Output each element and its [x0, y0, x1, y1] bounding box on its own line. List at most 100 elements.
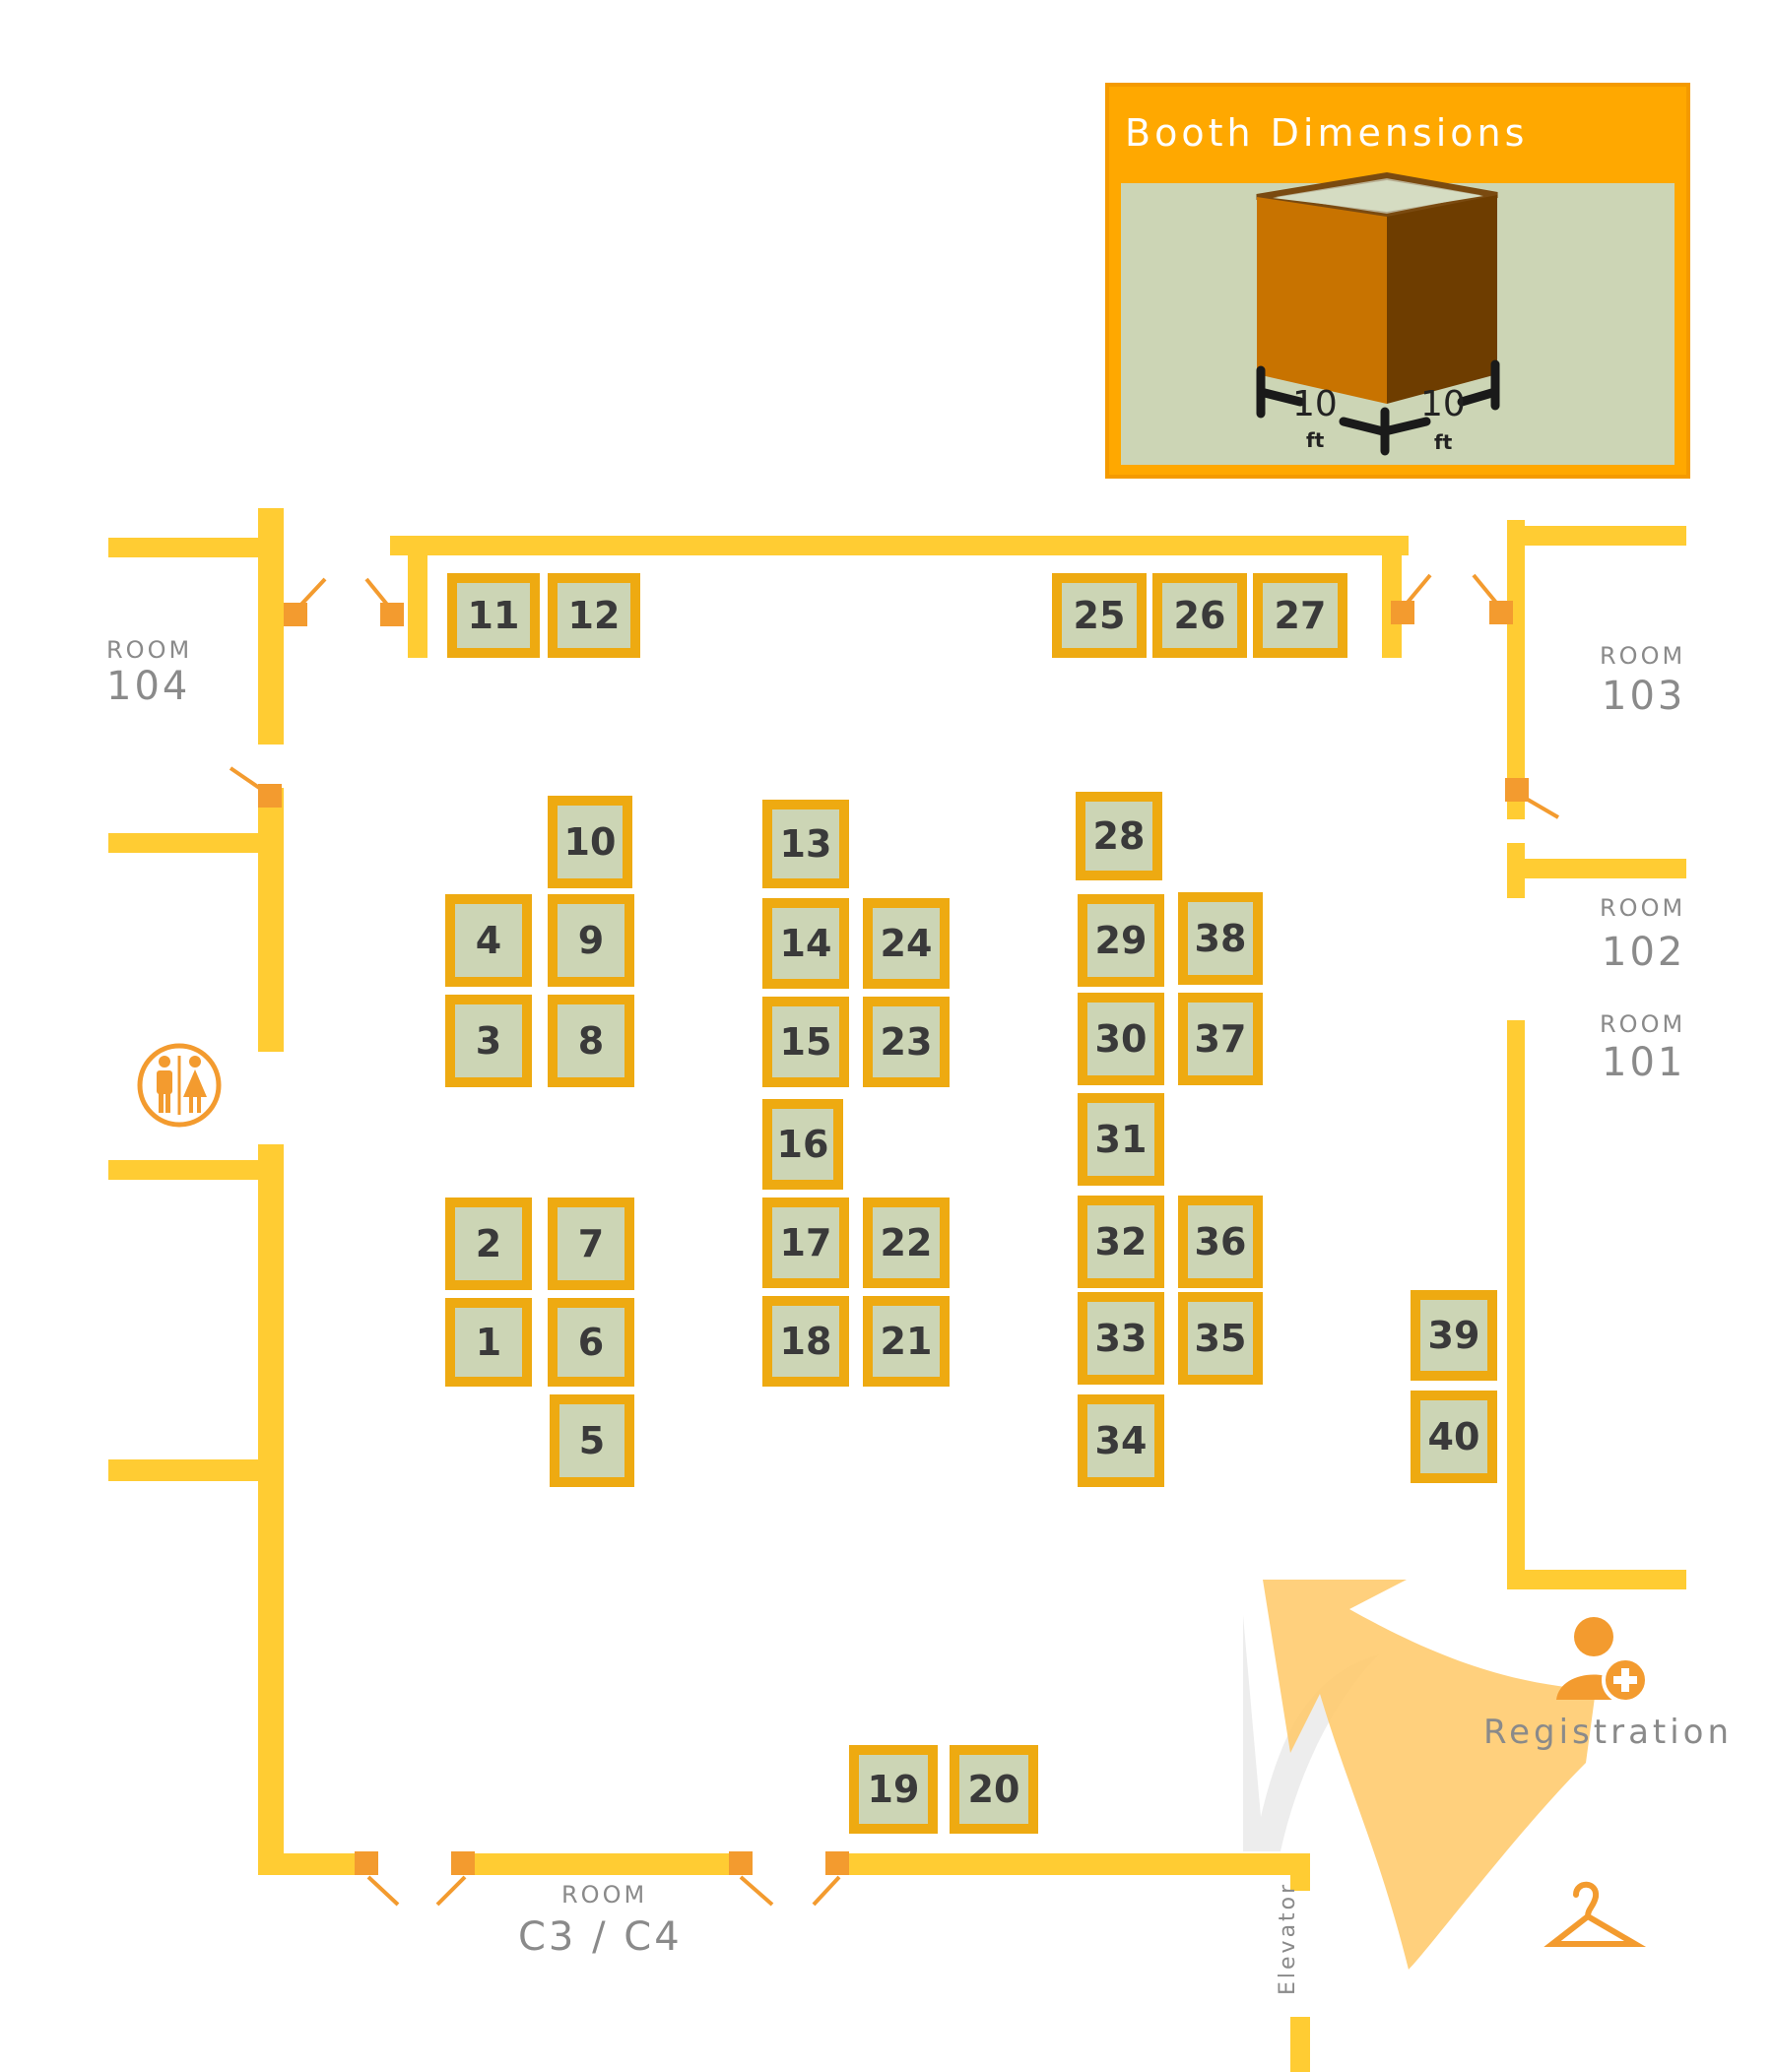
- booth-3[interactable]: 3: [445, 995, 532, 1087]
- booth-box[interactable]: [1052, 573, 1147, 658]
- elevator-label: Elevator: [1276, 1882, 1300, 1995]
- booth-box[interactable]: [1078, 1394, 1164, 1487]
- booth-38[interactable]: 38: [1178, 892, 1263, 985]
- booth-11[interactable]: 11: [447, 573, 540, 658]
- booth-number: 32: [1095, 1220, 1148, 1263]
- booth-30[interactable]: 30: [1078, 993, 1164, 1085]
- booth-15[interactable]: 15: [762, 997, 849, 1087]
- booth-box[interactable]: [445, 1198, 532, 1290]
- booth-21[interactable]: 21: [863, 1296, 950, 1387]
- booth-23[interactable]: 23: [863, 997, 950, 1087]
- booth-17[interactable]: 17: [762, 1198, 849, 1288]
- svg-text:ROOM: ROOM: [1600, 894, 1685, 922]
- wall-room102-bottom: [1507, 859, 1686, 878]
- booth-22[interactable]: 22: [863, 1198, 950, 1288]
- booth-box[interactable]: [1178, 1196, 1263, 1288]
- booth-box[interactable]: [1078, 1292, 1164, 1385]
- booth-number: 3: [476, 1019, 501, 1063]
- booth-box[interactable]: [1078, 1196, 1164, 1288]
- booth-9[interactable]: 9: [548, 894, 634, 987]
- booth-box[interactable]: [548, 796, 632, 888]
- booth-27[interactable]: 27: [1253, 573, 1347, 658]
- restroom-icon: [137, 1043, 222, 1128]
- booth-number: 24: [881, 922, 933, 965]
- booth-13[interactable]: 13: [762, 800, 849, 888]
- booth-box[interactable]: [1253, 573, 1347, 658]
- booth-box[interactable]: [445, 894, 532, 987]
- booth-36[interactable]: 36: [1178, 1196, 1263, 1288]
- booth-number: 18: [780, 1320, 832, 1363]
- booth-8[interactable]: 8: [548, 995, 634, 1087]
- booth-box[interactable]: [1178, 1292, 1263, 1385]
- booth-box[interactable]: [548, 894, 634, 987]
- booth-box[interactable]: [1411, 1391, 1497, 1483]
- booth-box[interactable]: [762, 898, 849, 989]
- booth-box[interactable]: [863, 997, 950, 1087]
- booth-box[interactable]: [1152, 573, 1247, 658]
- booth-box[interactable]: [849, 1745, 938, 1834]
- booth-box[interactable]: [863, 898, 950, 989]
- booth-number: 16: [777, 1123, 829, 1166]
- booth-box[interactable]: [1078, 894, 1164, 987]
- booth-box[interactable]: [863, 1296, 950, 1387]
- booth-31[interactable]: 31: [1078, 1093, 1164, 1186]
- booth-10[interactable]: 10: [548, 796, 632, 888]
- booth-number: 38: [1195, 917, 1247, 960]
- booth-2[interactable]: 2: [445, 1198, 532, 1290]
- booth-14[interactable]: 14: [762, 898, 849, 989]
- booth-box[interactable]: [1411, 1290, 1497, 1381]
- booth-box[interactable]: [762, 1099, 843, 1190]
- booth-box[interactable]: [950, 1745, 1038, 1834]
- booth-box[interactable]: [548, 1198, 634, 1290]
- booth-16[interactable]: 16: [762, 1099, 843, 1190]
- booth-32[interactable]: 32: [1078, 1196, 1164, 1288]
- width-value: 10: [1292, 384, 1338, 424]
- booth-24[interactable]: 24: [863, 898, 950, 989]
- booth-box[interactable]: [445, 1298, 532, 1387]
- booth-1[interactable]: 1: [445, 1298, 532, 1387]
- booth-box[interactable]: [548, 1298, 634, 1387]
- booth-4[interactable]: 4: [445, 894, 532, 987]
- booth-20[interactable]: 20: [950, 1745, 1038, 1834]
- booth-26[interactable]: 26: [1152, 573, 1247, 658]
- booth-6[interactable]: 6: [548, 1298, 634, 1387]
- wall-bottom-left: [258, 1853, 357, 1875]
- booth-box[interactable]: [863, 1198, 950, 1288]
- booth-37[interactable]: 37: [1178, 993, 1263, 1085]
- booth-box[interactable]: [1076, 792, 1162, 880]
- booth-28[interactable]: 28: [1076, 792, 1162, 880]
- booth-5[interactable]: 5: [550, 1394, 634, 1487]
- booth-35[interactable]: 35: [1178, 1292, 1263, 1385]
- booth-box[interactable]: [445, 995, 532, 1087]
- booth-box[interactable]: [1078, 993, 1164, 1085]
- booth-39[interactable]: 39: [1411, 1290, 1497, 1381]
- booth-box[interactable]: [548, 995, 634, 1087]
- booth-12[interactable]: 12: [548, 573, 640, 658]
- svg-text:ROOM: ROOM: [561, 1881, 647, 1909]
- booth-box[interactable]: [548, 573, 640, 658]
- booth-7[interactable]: 7: [548, 1198, 634, 1290]
- booth-25[interactable]: 25: [1052, 573, 1147, 658]
- booth-box[interactable]: [762, 800, 849, 888]
- entrance-arrow-icon: [1243, 1580, 1596, 1970]
- booth-33[interactable]: 33: [1078, 1292, 1164, 1385]
- booth-number: 39: [1428, 1314, 1480, 1357]
- booth-box[interactable]: [762, 1198, 849, 1288]
- booth-34[interactable]: 34: [1078, 1394, 1164, 1487]
- booth-box[interactable]: [762, 1296, 849, 1387]
- booth-number: 15: [780, 1020, 832, 1064]
- booth-18[interactable]: 18: [762, 1296, 849, 1387]
- booth-box[interactable]: [1078, 1093, 1164, 1186]
- booth-box[interactable]: [1178, 892, 1263, 985]
- booth-box[interactable]: [1178, 993, 1263, 1085]
- booth-40[interactable]: 40: [1411, 1391, 1497, 1483]
- room-103-label: ROOM 103: [1600, 642, 1682, 719]
- room-101-label: ROOM 101: [1600, 1010, 1682, 1085]
- booth-29[interactable]: 29: [1078, 894, 1164, 987]
- booth-box[interactable]: [550, 1394, 634, 1487]
- walls: [108, 508, 1686, 2072]
- booth-number: 28: [1093, 814, 1146, 858]
- booth-box[interactable]: [447, 573, 540, 658]
- booth-box[interactable]: [762, 997, 849, 1087]
- booth-19[interactable]: 19: [849, 1745, 938, 1834]
